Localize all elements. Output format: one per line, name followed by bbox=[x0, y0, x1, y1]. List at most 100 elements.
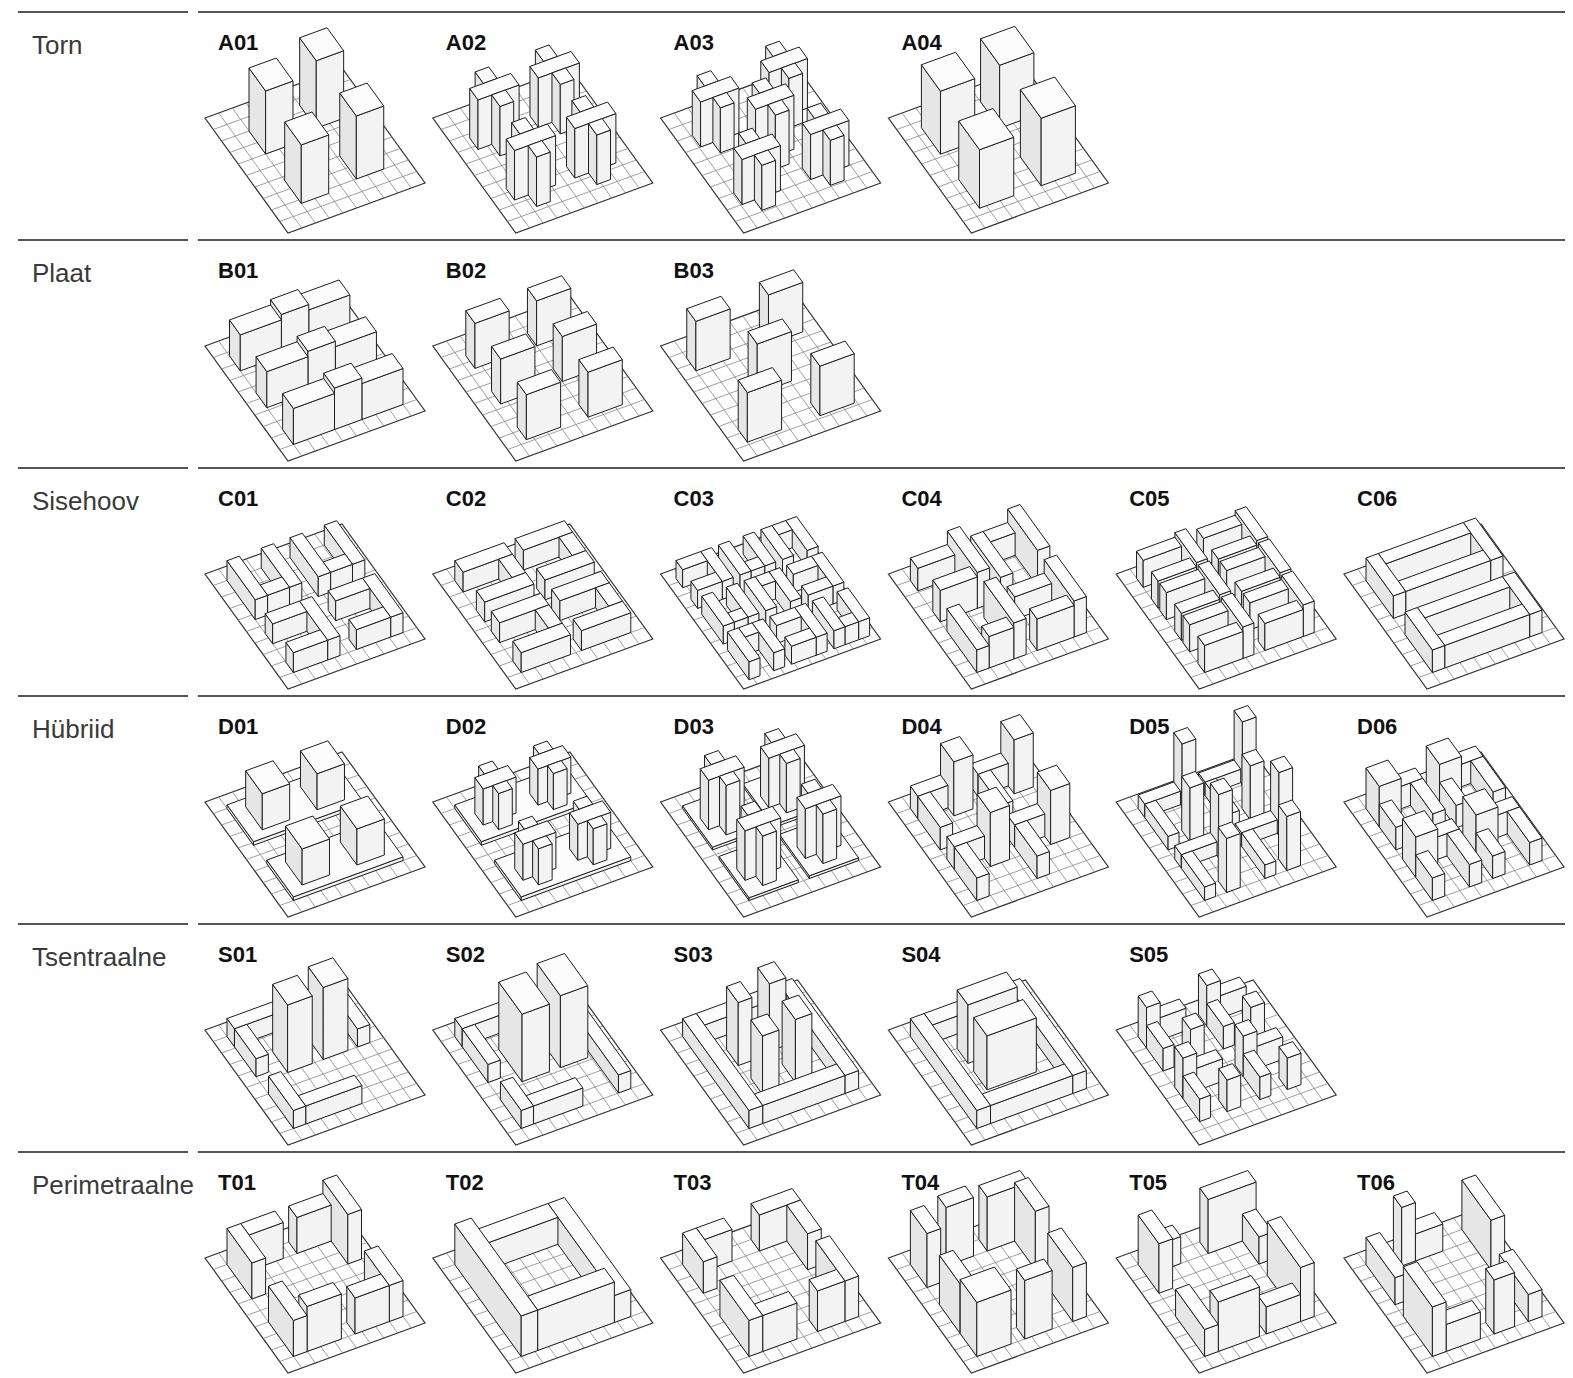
building-volume bbox=[727, 628, 760, 680]
building-volume bbox=[273, 975, 313, 1072]
row-rule bbox=[198, 239, 1565, 241]
building-face bbox=[548, 761, 568, 774]
row-label: Plaat bbox=[32, 260, 91, 286]
building-volume bbox=[683, 1228, 717, 1293]
ground-plate bbox=[433, 752, 653, 917]
building-face bbox=[1235, 811, 1277, 833]
building-volume bbox=[982, 1064, 1072, 1124]
building-face bbox=[702, 592, 735, 626]
building-volume bbox=[493, 781, 513, 830]
building-volume bbox=[960, 1267, 1011, 1357]
ground-plate bbox=[1116, 752, 1336, 917]
building-face bbox=[241, 1211, 284, 1235]
building-volume bbox=[959, 109, 1014, 209]
variant-code: D02 bbox=[446, 716, 486, 738]
building-volume bbox=[308, 958, 348, 1060]
variant-code: C05 bbox=[1129, 488, 1169, 510]
building-face bbox=[787, 556, 818, 574]
variant-code: D06 bbox=[1357, 716, 1397, 738]
building-face bbox=[1403, 811, 1438, 837]
building-face bbox=[845, 1276, 859, 1322]
building-volume bbox=[234, 1024, 268, 1076]
building-face bbox=[720, 103, 734, 153]
building-face bbox=[340, 83, 384, 116]
building-face bbox=[738, 998, 752, 1066]
building-face bbox=[229, 305, 281, 335]
building-face bbox=[749, 1316, 763, 1357]
building-volume bbox=[579, 347, 622, 417]
building-face bbox=[1463, 789, 1498, 815]
building-volume bbox=[1507, 807, 1542, 865]
building-face bbox=[1528, 1290, 1542, 1322]
building-volume bbox=[1393, 1191, 1415, 1266]
building-volume bbox=[246, 761, 290, 830]
building-face bbox=[348, 1210, 362, 1265]
building-face bbox=[957, 972, 1017, 1005]
row-label: Tsentraalne bbox=[32, 944, 166, 970]
block-illustration bbox=[205, 741, 425, 917]
building-face bbox=[918, 792, 953, 828]
building-face bbox=[552, 68, 574, 85]
building-face bbox=[517, 370, 560, 395]
building-face bbox=[537, 551, 595, 581]
row-rule bbox=[18, 923, 188, 925]
building-volume bbox=[1176, 1284, 1219, 1356]
variant-code: D01 bbox=[218, 716, 258, 738]
building-face bbox=[727, 628, 760, 662]
building-face bbox=[1403, 1262, 1446, 1307]
building-face bbox=[781, 63, 802, 78]
building-volume bbox=[1486, 1261, 1515, 1334]
block-illustration bbox=[1116, 1171, 1336, 1374]
building-face bbox=[526, 1078, 583, 1106]
building-face bbox=[299, 1283, 342, 1307]
row-rules bbox=[18, 12, 1565, 1152]
building-face bbox=[1074, 597, 1086, 638]
building-face bbox=[356, 106, 383, 179]
row-rule bbox=[18, 239, 188, 241]
building-volume bbox=[754, 1064, 845, 1124]
building-face bbox=[1138, 782, 1180, 804]
building-volume bbox=[756, 822, 776, 886]
building-face bbox=[938, 1186, 974, 1208]
building-face bbox=[1020, 77, 1075, 118]
variant-code: D03 bbox=[674, 716, 714, 738]
block-illustrations bbox=[205, 26, 1564, 1373]
variant-code: B03 bbox=[674, 260, 714, 282]
building-face bbox=[522, 1004, 549, 1081]
building-face bbox=[1287, 812, 1301, 871]
building-face bbox=[1200, 1171, 1256, 1200]
building-face bbox=[1001, 715, 1033, 740]
row-label: Perimetraalne bbox=[32, 1172, 194, 1198]
row-label: Hübriid bbox=[32, 716, 114, 742]
building-face bbox=[811, 341, 854, 366]
block-illustration bbox=[1344, 1175, 1564, 1373]
building-volume bbox=[910, 1014, 990, 1129]
building-face bbox=[1163, 1045, 1174, 1072]
building-face bbox=[1183, 602, 1228, 625]
building-volume bbox=[589, 119, 611, 185]
building-face bbox=[573, 601, 631, 631]
building-face bbox=[1393, 1191, 1415, 1208]
building-face bbox=[763, 831, 777, 886]
building-face bbox=[269, 1072, 306, 1111]
building-volume bbox=[1048, 1228, 1087, 1322]
building-face bbox=[1015, 1178, 1049, 1212]
variant-code: B01 bbox=[218, 260, 258, 282]
block-illustration bbox=[1116, 507, 1336, 689]
building-face bbox=[1462, 1175, 1505, 1220]
block-illustration bbox=[1116, 706, 1336, 918]
building-face bbox=[683, 1228, 717, 1262]
building-volume bbox=[785, 628, 816, 664]
building-volume bbox=[285, 112, 329, 204]
building-face bbox=[770, 607, 801, 625]
building-face bbox=[298, 1075, 362, 1106]
building-face bbox=[1147, 1022, 1175, 1049]
building-volume bbox=[1147, 1022, 1175, 1072]
building-face bbox=[476, 573, 534, 603]
building-face bbox=[269, 1281, 308, 1321]
building-face bbox=[1303, 601, 1314, 637]
variant-code: S01 bbox=[218, 944, 257, 966]
building-face bbox=[285, 112, 329, 145]
building-volume bbox=[286, 630, 328, 673]
block-illustration bbox=[433, 45, 653, 233]
